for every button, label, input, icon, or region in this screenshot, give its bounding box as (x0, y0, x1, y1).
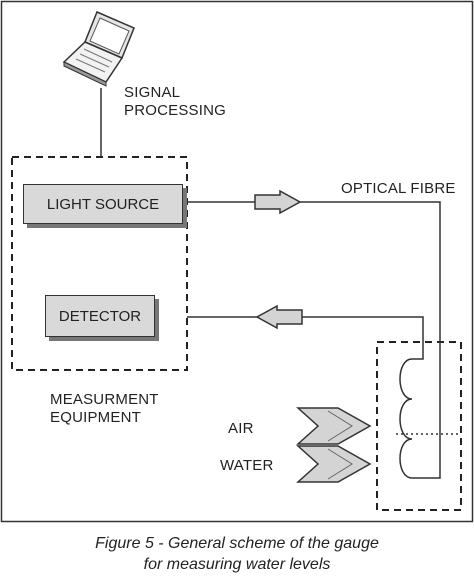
figure-caption: Figure 5 - General scheme of the gauge f… (0, 533, 474, 575)
optical-fibre-return (187, 316, 424, 360)
measurement-label-line1: MEASURMENT (50, 391, 159, 408)
signal-processing-label-line1: SIGNAL (124, 84, 181, 101)
light-source-box: LIGHT SOURCE (23, 184, 183, 224)
fibre-coil (399, 358, 413, 479)
water-label: WATER (220, 457, 274, 474)
detector-box: DETECTOR (45, 295, 155, 337)
caption-line1: Figure 5 - General scheme of the gauge (95, 535, 379, 552)
figure-frame (0, 0, 474, 523)
measurement-equipment-frame (11, 156, 188, 371)
optical-fibre-label: OPTICAL FIBRE (341, 180, 456, 197)
sensor-frame (376, 341, 462, 511)
laptop-icon (62, 11, 135, 87)
measurement-label-line2: EQUIPMENT (50, 409, 141, 426)
signal-processing-label-line2: PROCESSING (124, 102, 227, 119)
caption-line2: for measuring water levels (143, 556, 331, 573)
light-direction-arrow (254, 189, 302, 215)
air-arrow (296, 407, 372, 445)
water-arrow (296, 445, 372, 483)
air-label: AIR (228, 420, 254, 437)
optical-fibre-outgoing (187, 201, 441, 479)
return-direction-arrow (255, 304, 303, 330)
